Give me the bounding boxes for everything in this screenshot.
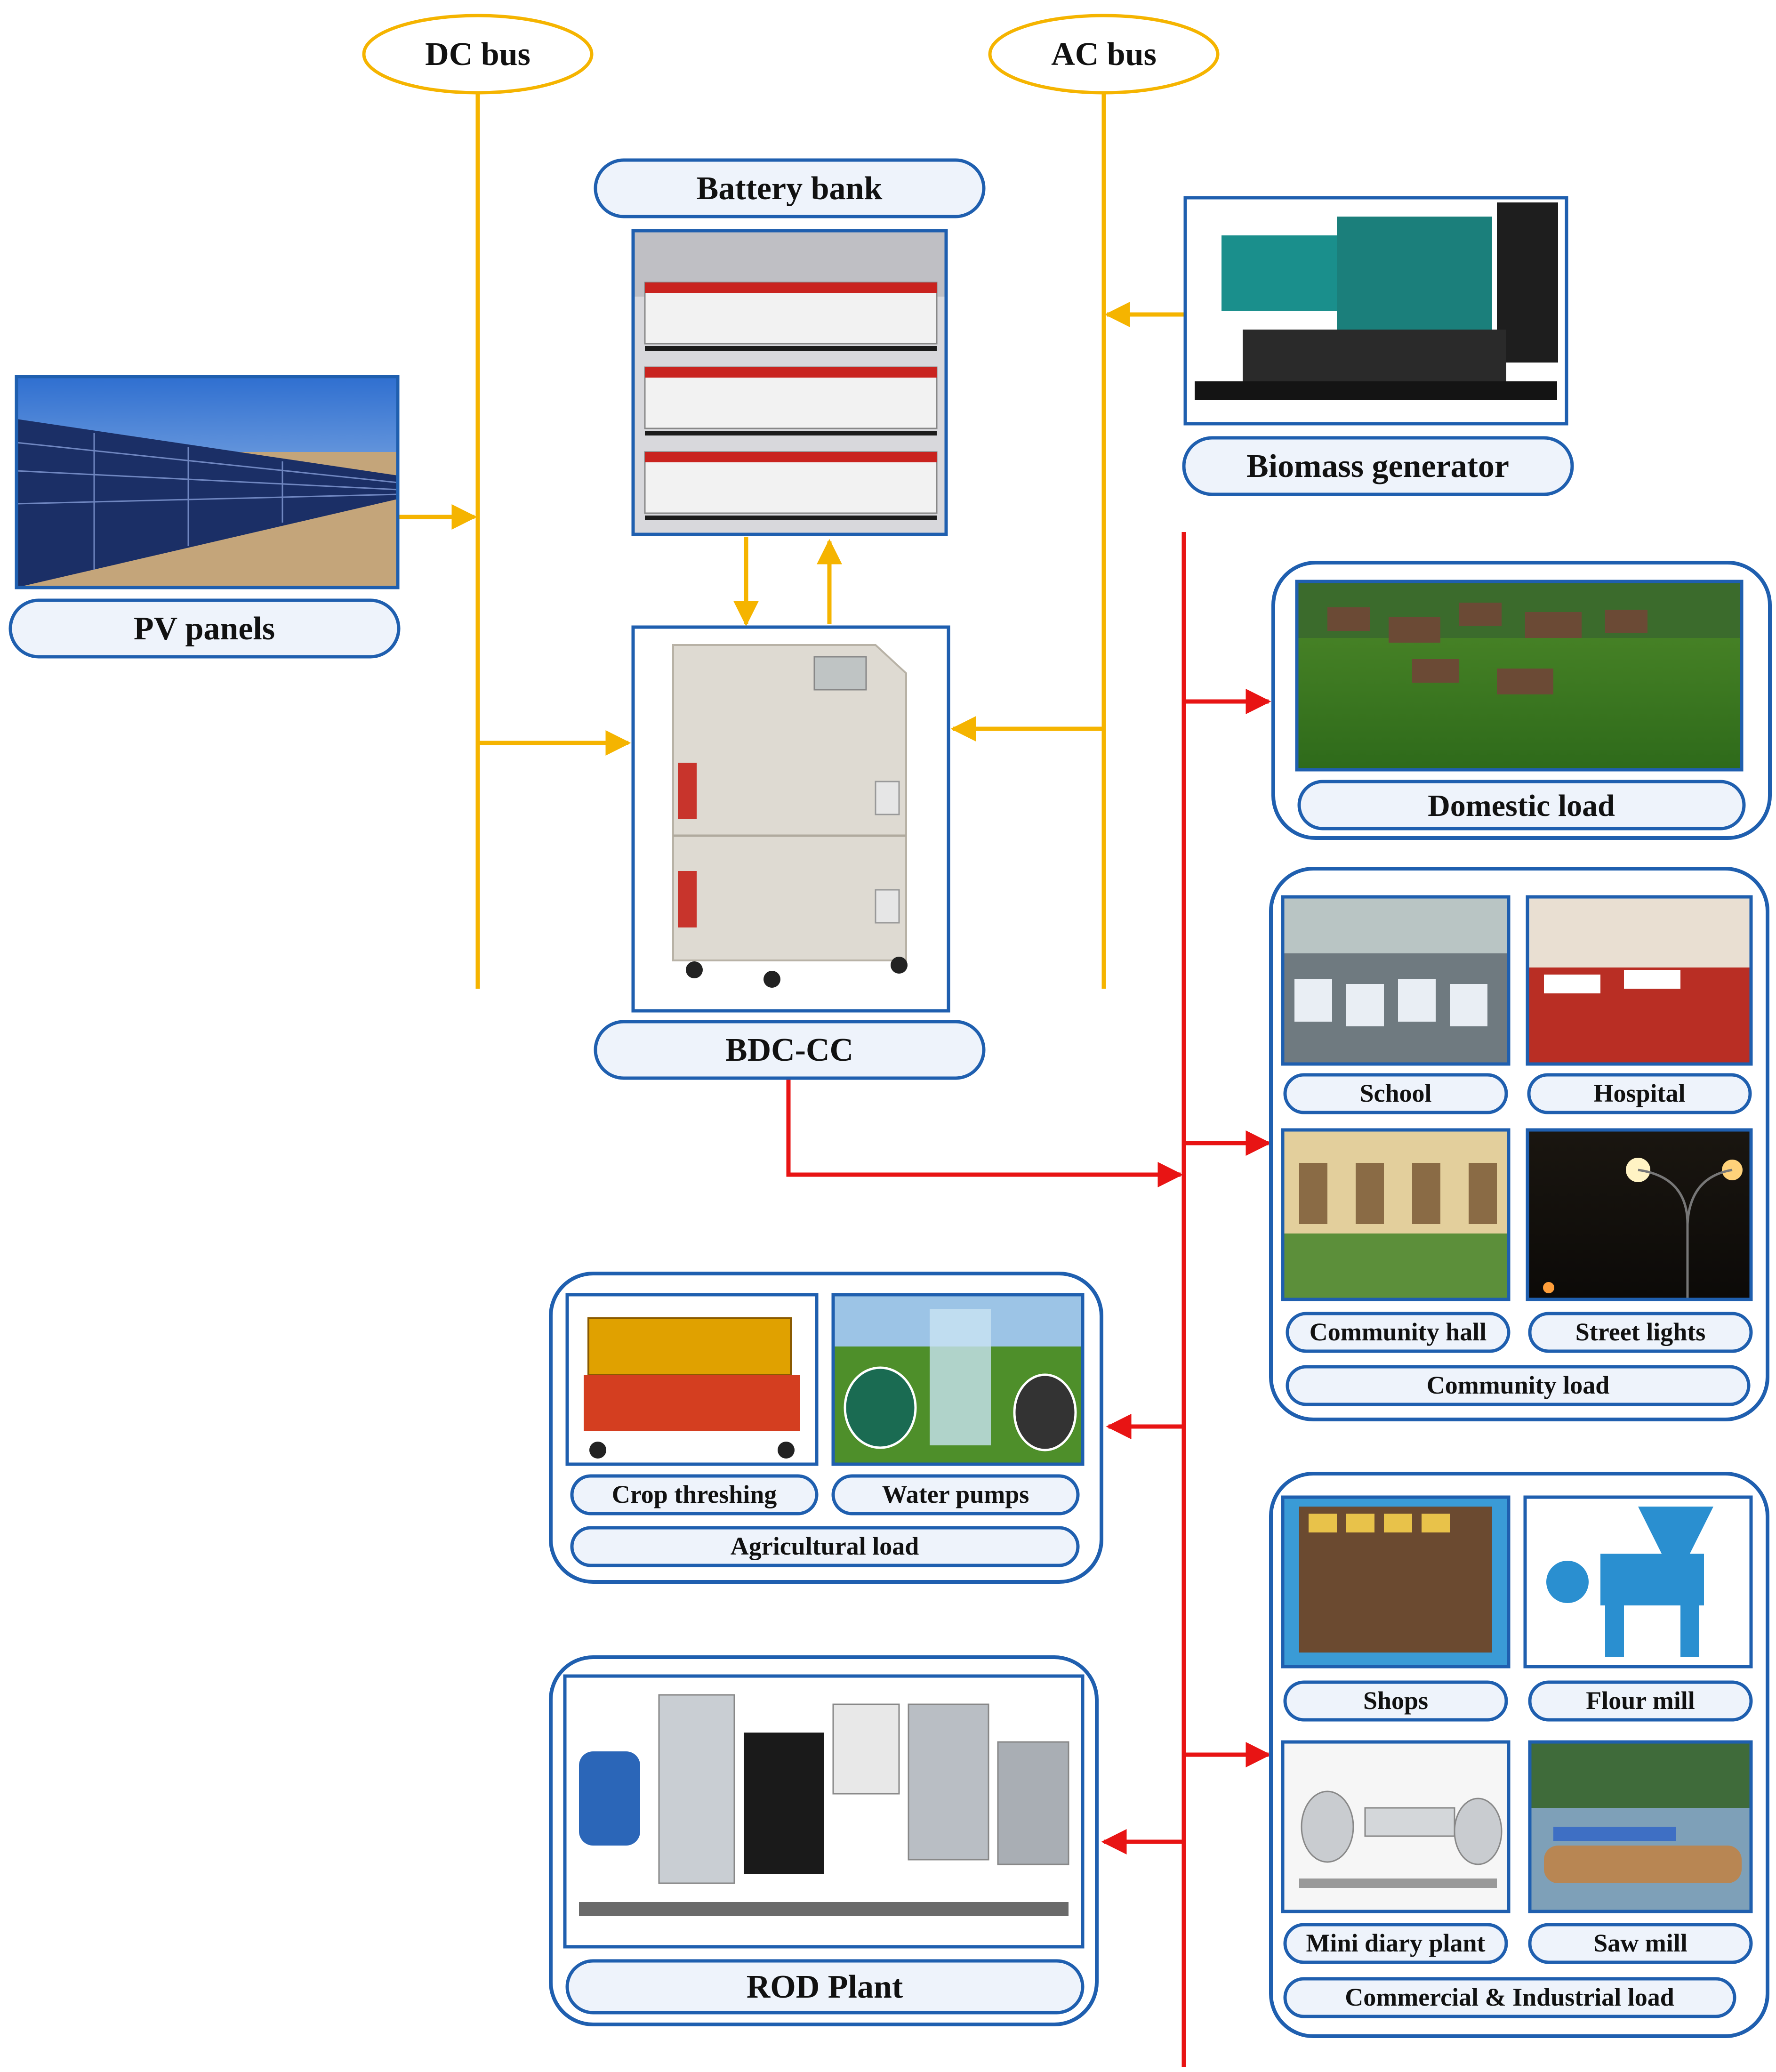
svg-text:DC bus: DC bus — [425, 36, 530, 73]
community-load-label: Community load — [1286, 1365, 1751, 1406]
flour-mill-label: Flour mill — [1528, 1680, 1753, 1722]
mini-diary-plant-image — [1281, 1740, 1511, 1913]
svg-text:Crop threshing: Crop threshing — [612, 1480, 777, 1508]
pv-panels-label: PV panels — [8, 598, 401, 659]
domestic-load-group: Domestic load — [1271, 561, 1772, 840]
bdc-cc-image — [631, 625, 950, 1013]
svg-text:Domestic load: Domestic load — [1428, 789, 1615, 823]
svg-text:PV panels: PV panels — [134, 611, 275, 647]
crop-threshing-image — [565, 1293, 819, 1466]
domestic-load-label: Domestic load — [1297, 780, 1746, 830]
agricultural-load-label: Agricultural load — [570, 1526, 1080, 1567]
svg-text:Water pumps: Water pumps — [882, 1480, 1029, 1508]
water-pumps-image — [831, 1293, 1085, 1466]
saw-mill-label: Saw mill — [1528, 1923, 1753, 1964]
rod-plant-label: ROD Plant — [565, 1959, 1085, 2015]
bdc-cc-label: BDC-CC — [594, 1020, 986, 1080]
street-lights-image — [1526, 1128, 1753, 1301]
mini-diary-plant-label: Mini diary plant — [1283, 1923, 1508, 1964]
crop-threshing-label: Crop threshing — [570, 1474, 819, 1516]
street-lights-label: Street lights — [1528, 1312, 1753, 1353]
svg-text:BDC-CC: BDC-CC — [725, 1032, 853, 1068]
hospital-image — [1526, 895, 1753, 1066]
dc-bus-label: DC bus — [362, 14, 594, 95]
svg-text:AC bus: AC bus — [1051, 36, 1157, 73]
biomass-generator-label: Biomass generator — [1182, 436, 1574, 496]
saw-mill-image — [1528, 1740, 1753, 1913]
svg-text:Biomass generator: Biomass generator — [1246, 448, 1509, 484]
community-load-group: School Hospital Community hall — [1269, 867, 1769, 1421]
biomass-generator-image — [1183, 196, 1568, 426]
rod-plant-image — [563, 1674, 1085, 1949]
pv-panels-image — [15, 375, 400, 589]
community-hall-label: Community hall — [1286, 1312, 1511, 1353]
water-pumps-label: Water pumps — [831, 1474, 1080, 1516]
svg-text:Commercial & Industrial load: Commercial & Industrial load — [1345, 1983, 1674, 2011]
svg-text:Street lights: Street lights — [1575, 1318, 1705, 1346]
shops-image — [1281, 1495, 1511, 1669]
svg-text:Agricultural load: Agricultural load — [731, 1532, 919, 1560]
bdc-to-load-arrow — [786, 1078, 1183, 1187]
svg-text:Battery bank: Battery bank — [697, 170, 883, 207]
domestic-load-image — [1295, 580, 1744, 772]
commercial-load-label: Commercial & Industrial load — [1283, 1977, 1736, 2018]
svg-text:Mini diary plant: Mini diary plant — [1306, 1929, 1485, 1957]
svg-text:Shops: Shops — [1363, 1686, 1428, 1715]
school-label: School — [1283, 1073, 1508, 1114]
svg-text:Community load: Community load — [1427, 1371, 1610, 1399]
svg-text:School: School — [1359, 1079, 1431, 1107]
svg-text:Community hall: Community hall — [1310, 1318, 1487, 1346]
agricultural-load-group: Crop threshing Water pumps Agricultural … — [549, 1272, 1103, 1584]
svg-text:Saw mill: Saw mill — [1593, 1929, 1688, 1957]
rod-plant-group: ROD Plant — [549, 1655, 1099, 2026]
battery-bank-label: Battery bank — [594, 158, 986, 218]
svg-text:Hospital: Hospital — [1593, 1079, 1685, 1107]
svg-text:ROD Plant: ROD Plant — [747, 1969, 903, 2005]
shops-label: Shops — [1283, 1680, 1508, 1722]
school-image — [1281, 895, 1511, 1066]
hospital-label: Hospital — [1527, 1073, 1752, 1114]
svg-text:Flour mill: Flour mill — [1586, 1686, 1695, 1715]
flour-mill-image — [1523, 1495, 1753, 1669]
commercial-load-group: Shops Flour mill Mini diary plant — [1269, 1472, 1769, 2038]
community-hall-image — [1281, 1128, 1511, 1301]
battery-bank-image — [631, 229, 948, 536]
ac-bus-label: AC bus — [988, 14, 1220, 95]
